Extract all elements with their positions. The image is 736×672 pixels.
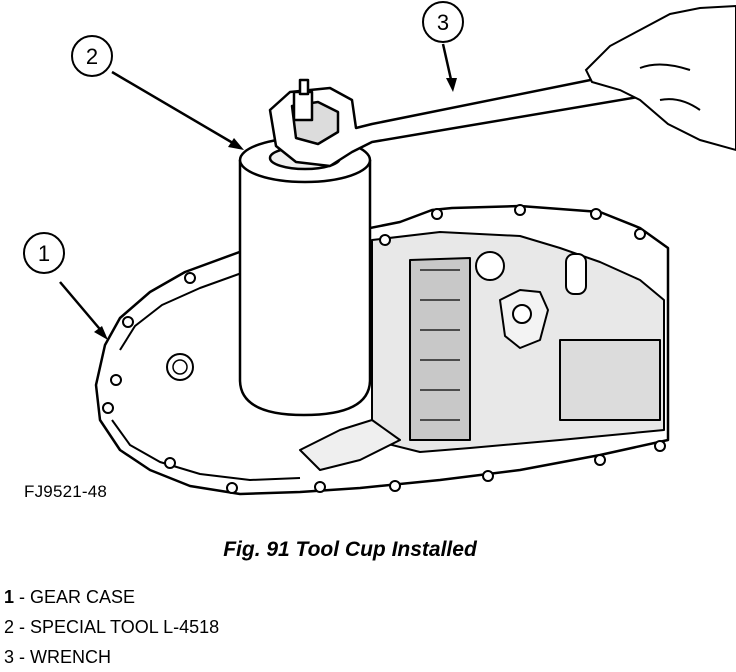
callout-3: 3 bbox=[422, 1, 464, 92]
callout-1: 1 bbox=[23, 232, 108, 340]
legend-item-label: WRENCH bbox=[30, 647, 112, 667]
legend-item-label: GEAR CASE bbox=[30, 587, 136, 607]
gear-case bbox=[94, 204, 670, 496]
flange-bolt-holes bbox=[102, 204, 666, 494]
legend-item: 2 - SPECIAL TOOL L-4518 bbox=[4, 612, 219, 642]
figure-code: FJ9521-48 bbox=[24, 482, 108, 501]
callout-2-number: 2 bbox=[86, 44, 98, 69]
legend-item-separator: - bbox=[14, 617, 31, 637]
legend-item-number: 2 bbox=[4, 617, 15, 637]
callout-1-number: 1 bbox=[38, 241, 50, 266]
technical-illustration: 1 2 3 bbox=[23, 1, 736, 496]
legend-item-number: 1 bbox=[4, 587, 15, 607]
legend-item-separator: - bbox=[14, 647, 31, 667]
wrench bbox=[268, 68, 646, 168]
figure-caption: Fig. 91 Tool Cup Installed bbox=[223, 538, 477, 561]
legend-item-number: 3 bbox=[4, 647, 15, 667]
legend-item-label: SPECIAL TOOL L-4518 bbox=[30, 617, 220, 637]
callout-2: 2 bbox=[71, 35, 244, 150]
legend-item: 3 - WRENCH bbox=[4, 642, 219, 672]
special-tool-cup bbox=[238, 136, 372, 417]
callout-legend: 1 - GEAR CASE 2 - SPECIAL TOOL L-4518 3 … bbox=[4, 582, 219, 672]
hand bbox=[584, 4, 736, 152]
legend-item-separator: - bbox=[14, 587, 31, 607]
legend-item: 1 - GEAR CASE bbox=[4, 582, 219, 612]
callout-3-number: 3 bbox=[437, 10, 449, 35]
